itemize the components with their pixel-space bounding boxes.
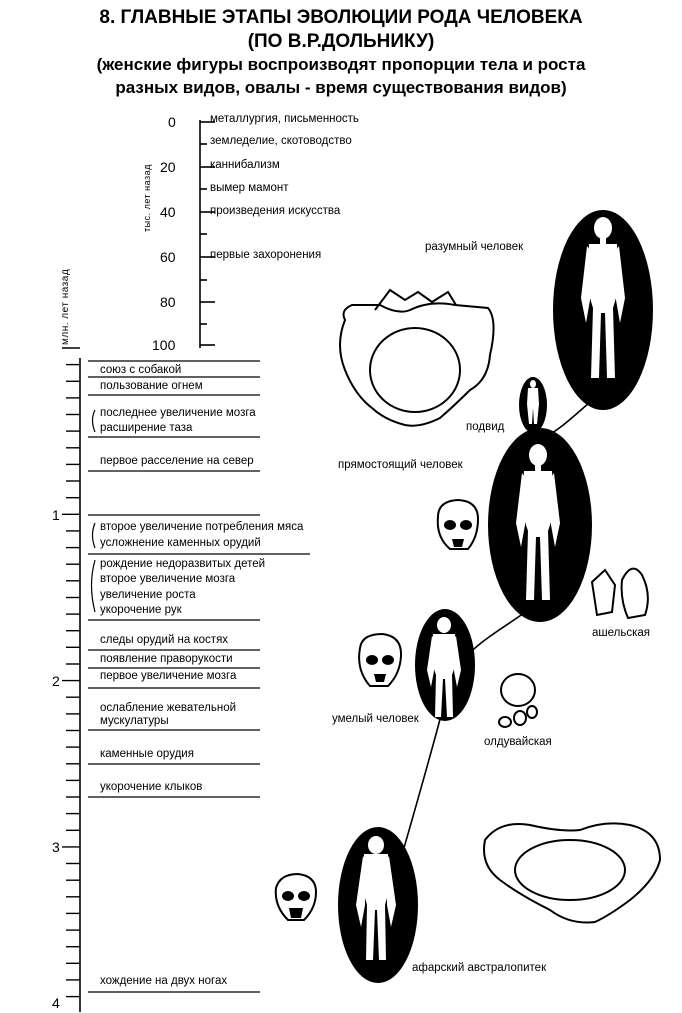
event-fire: пользование огнем [100,380,203,392]
page-caption-line-2: разных видов, овалы - время существовани… [115,78,567,97]
afarensis-figure [356,836,396,960]
event-canines: укорочение клыков [100,781,203,793]
event-jaw-1: ослабление жевательной [100,702,237,714]
skull-habilis [358,632,403,687]
stone-tools-acheulean [590,567,649,620]
event-art: произведения искусства [210,205,341,217]
event-first-brain: первое увеличение мозга [100,670,237,682]
event-metallurgy: металлургия, письменность [210,113,359,125]
sapiens-figure [581,217,625,378]
upper-scale-axis [199,120,215,348]
lower-scale-ticks [62,347,80,998]
upper-tick-40: 40 [160,204,176,220]
label-habilis: умелый человек [332,713,419,725]
event-cannibalism: каннибализм [210,159,280,171]
upper-scale-unit: тыс. лет назад [142,164,152,232]
upper-tick-20: 20 [160,159,176,175]
event-pelvis: расширение таза [100,422,193,434]
label-acheulean: ашельская [592,627,650,639]
event-burials: первые захоронения [210,249,322,261]
lower-tick-3: 3 [52,839,60,855]
pelvis-modern [339,288,495,427]
label-erectus: прямостоящий человек [338,459,463,471]
label-sapiens: разумный человек [425,241,524,253]
pelvis-afarensis [483,822,662,924]
page-subtitle-author: (ПО В.Р.ДОЛЬНИКУ) [247,31,435,52]
skull-erectus [436,498,480,550]
lower-tick-2: 2 [52,673,60,689]
event-rules [88,360,310,993]
erectus-figure [516,444,560,600]
habilis-figure [427,617,461,717]
page-title: 8. ГЛАВНЫЕ ЭТАПЫ ЭВОЛЮЦИИ РОДА ЧЕЛОВЕКА [99,7,583,28]
upper-tick-0: 0 [168,114,176,130]
page-caption-line-1: (женские фигуры воспроизводят пропорции … [96,55,586,74]
event-stone-tools: каменные орудия [100,748,194,760]
lower-tick-4: 4 [52,995,60,1011]
subspecies-figure [527,380,539,424]
upper-tick-60: 60 [160,249,176,265]
event-brackets [90,409,96,613]
event-dog: союз с собакой [100,364,182,376]
event-bipedalism: хождение на двух ногах [100,975,228,987]
label-oldowan: олдувайская [484,736,552,748]
event-agriculture: земледелие, скотоводство [210,135,352,147]
label-subspecies: подвид [466,421,505,433]
event-second-brain: второе увеличение мозга [100,573,236,585]
event-tools-complex: усложнение каменных орудий [100,537,261,549]
event-bone-marks: следы орудий на костях [100,634,229,646]
label-afarensis: афарский австралопитек [412,962,547,974]
event-last-brain: последнее увеличение мозга [100,407,256,419]
event-jaw-2: мускулатуры [100,715,169,727]
event-mammoth-extinct: вымер мамонт [210,182,289,194]
skull-afarensis [274,872,318,921]
upper-tick-100: 100 [152,337,176,353]
event-height: увеличение роста [100,589,196,601]
human-figures [356,217,625,960]
event-right-hand: появление праворукости [100,653,233,665]
stone-tools-oldowan [498,673,538,728]
upper-tick-80: 80 [160,294,176,310]
event-meat: второе увеличение потребления мяса [100,521,304,533]
lower-tick-1: 1 [52,507,60,523]
event-arms: укорочение рук [100,604,182,616]
lower-scale-unit: млн. лет назад [60,268,71,345]
event-immature-babies: рождение недоразвитых детей [100,558,266,570]
event-first-migration: первое расселение на север [100,455,254,467]
